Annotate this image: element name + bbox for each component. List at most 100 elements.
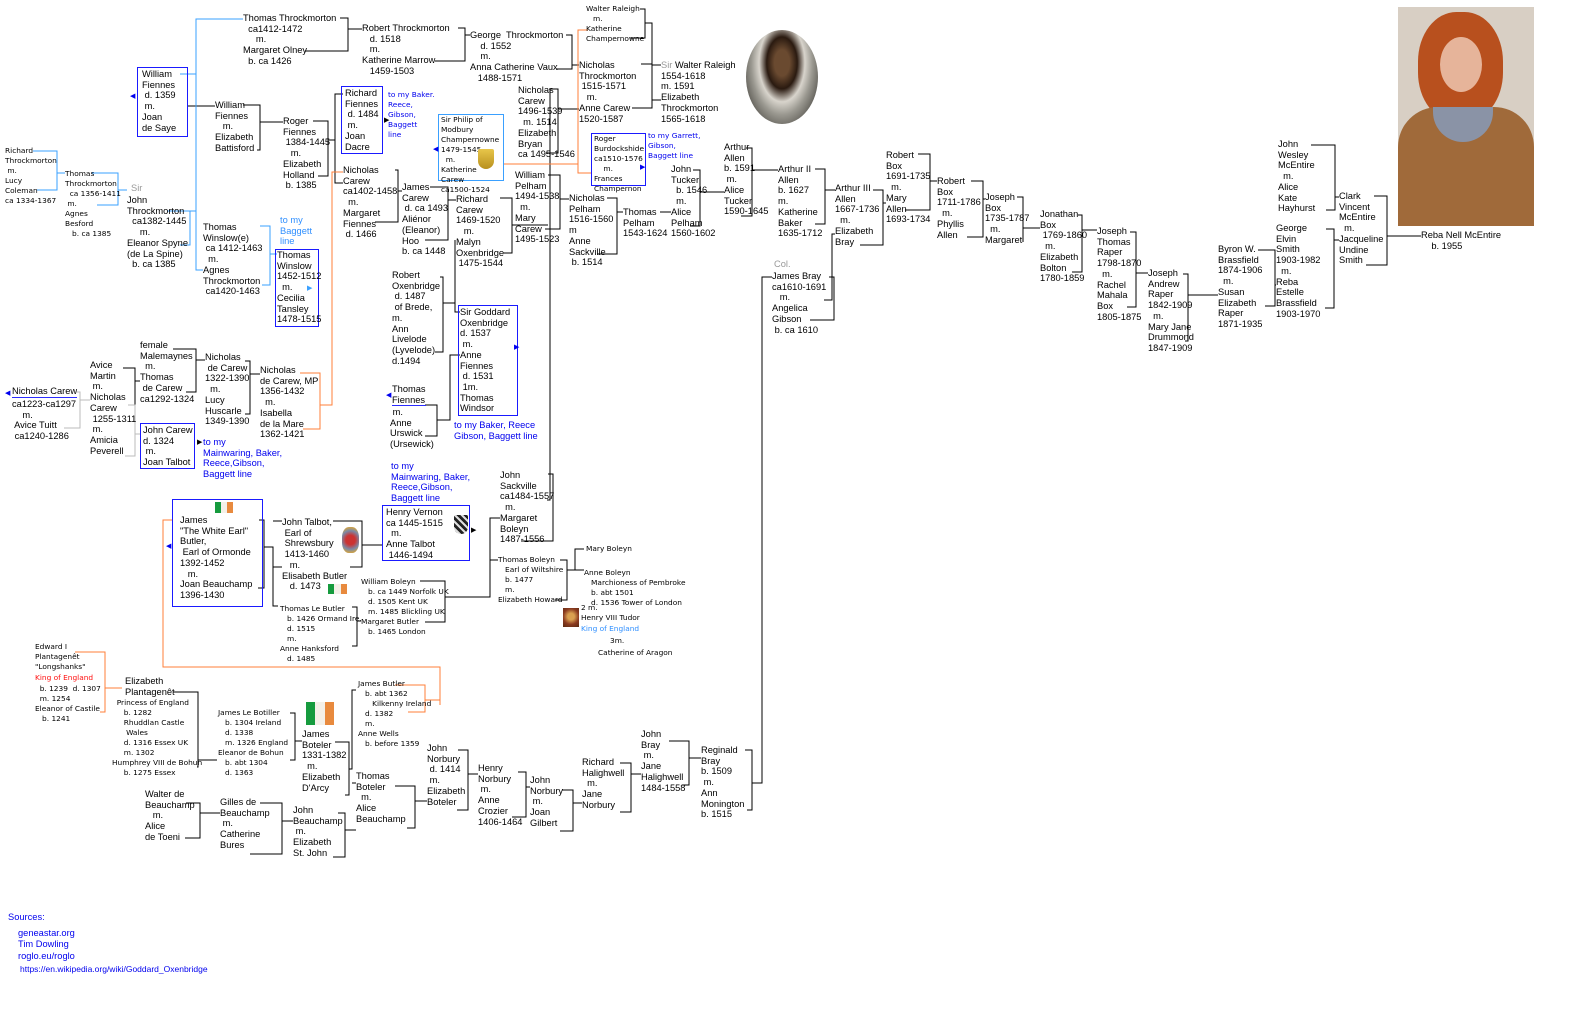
person-gilles-de-beauchamp: Gilles de Beauchamp m. Catherine Bures — [220, 797, 270, 850]
nav-arrow-right-icon[interactable]: ▶ — [471, 527, 477, 534]
nav-arrow-right-icon[interactable]: ▶ — [384, 117, 390, 124]
person-thomas-pelham: Thomas Pelham 1543-1624 — [623, 207, 668, 239]
person-henry-norbury: Henry Norbury m. Anne Crozier 1406-1464 — [478, 763, 523, 827]
title-col: Col. — [774, 259, 791, 269]
link-baggett-line[interactable]: to my Baggett line — [280, 215, 313, 247]
person-nicholas-carew-1402: Nicholas Carew ca1402-1458 m. Margaret F… — [343, 165, 398, 240]
source-link-tim-dowling[interactable]: Tim Dowling — [18, 939, 69, 949]
person-sir-goddard-oxenbridge: Sir Goddard Oxenbridge d. 1537 m. Anne F… — [460, 307, 511, 414]
third-marriage-label: 3m. — [610, 636, 625, 645]
nav-arrow-left-icon[interactable]: ◀ — [386, 392, 392, 399]
person-reginald-bray: Reginald Bray b. 1509 m. Ann Monington b… — [701, 745, 745, 820]
coat-of-arms-icon — [478, 149, 494, 169]
person-william-boleyn: William Boleyn b. ca 1449 Norfolk UK d. … — [361, 577, 449, 636]
person-sir-john-throckmorton: John Throckmorton ca1382-1445 m. Eleanor… — [127, 195, 188, 270]
person-thomas-throckmorton-1356: Thomas Throckmorton ca 1356-1411 m. Agne… — [65, 169, 121, 238]
person-avice-martin: Avice Martin m. Nicholas Carew 1255-1311… — [90, 360, 137, 456]
highlight-box-william-fiennes — [137, 67, 188, 137]
person-john-beauchamp: John Beauchamp m. Elizabeth St. John — [293, 805, 343, 858]
person-female-malemaynes: female Malemaynes m. Thomas de Carew ca1… — [140, 340, 195, 404]
irish-flag-icon — [328, 584, 347, 594]
link-mainwaring-2[interactable]: to my Mainwaring, Baker, Reece,Gibson, B… — [391, 461, 471, 504]
source-link-geneastar[interactable]: geneastar.org — [18, 928, 75, 938]
link-baker-reece-gibson-baggett[interactable]: to my Baker. Reece, Gibson, Baggett line — [388, 90, 435, 139]
person-joseph-box: Joseph Box 1735-1787 m. Margaret — [985, 192, 1030, 245]
person-thomas-boteler: Thomas Boteler m. Alice Beauchamp — [356, 771, 406, 824]
title-sir: Sir — [131, 183, 143, 193]
person-john-tucker: John Tucker b. 1546 m. Alice Pelham 1560… — [671, 164, 716, 239]
person-arthur-allen-ii: Arthur II Allen b. 1627 m. Katherine Bak… — [778, 164, 823, 239]
person-nicholas-de-carew: Nicholas de Carew 1322-1390 m. Lucy Husc… — [205, 352, 250, 427]
person-robert-box-1691: Robert Box 1691-1735 m. Mary Allen 1693-… — [886, 150, 931, 225]
highlight-box-roger-burdockshide — [591, 133, 646, 186]
highlight-box-john-carew — [140, 423, 195, 469]
person-henry-viii: 2 m. Henry VIII Tudor — [581, 603, 640, 622]
person-elizabeth-plantagenet: Elizabeth Plantagenêt — [125, 676, 175, 697]
source-link-wikipedia[interactable]: https://en.wikipedia.org/wiki/Goddard_Ox… — [20, 964, 208, 974]
person-sir-walter-raleigh: Walter Raleigh 1554-1618 m. 1591 Elizabe… — [661, 60, 736, 124]
person-thomas-fiennes-link[interactable]: Thomas Fiennes — [392, 384, 426, 407]
person-james-butler-white-earl: James "The White Earl" Butler, Earl of O… — [180, 515, 253, 600]
source-link-roglo[interactable]: roglo.eu/roglo — [18, 951, 75, 961]
nav-arrow-left-icon[interactable]: ◀ — [130, 93, 136, 100]
person-elizabeth-plantagenet-details: Princess of England b. 1282 Rhuddlan Cas… — [112, 698, 203, 777]
irish-flag-icon — [215, 502, 233, 513]
person-nicholas-carew-1223: ca1223-ca1297 m. Avice Tuitt ca1240-1286 — [12, 399, 77, 442]
link-garrett-gibson-baggett[interactable]: to my Garrett, Gibson, Baggett line — [648, 131, 701, 160]
highlight-box-thomas-winslow — [275, 249, 319, 327]
link-mainwaring-1[interactable]: to my Mainwaring, Baker, Reece,Gibson, B… — [203, 437, 283, 480]
person-james-bray: James Bray ca1610-1691 m. Angelica Gibso… — [772, 271, 827, 335]
person-william-pelham: William Pelham 1494-1538 m. Mary Carew 1… — [515, 170, 560, 245]
nav-arrow-left-icon[interactable]: ◀ — [433, 146, 439, 153]
title-sir: Sir — [661, 60, 673, 70]
person-henry-vernon: Henry Vernon ca 1445-1515 m. Anne Talbot… — [386, 507, 443, 560]
coat-of-arms-icon — [454, 515, 468, 534]
person-sir-philip-champernowne: Sir Philip of Modbury Champernowne 1479-… — [441, 115, 500, 194]
person-anne-boleyn: Anne Boleyn Marchioness of Pembroke b. a… — [584, 568, 686, 607]
person-nicholas-carew-1496: Nicholas Carew 1496-1539 m. 1514 Elizabe… — [518, 85, 575, 160]
person-william-fiennes: William Fiennes m. Elizabeth Battisford — [215, 100, 255, 153]
person-john-sackville: John Sackville ca1484-1557 m. Margaret B… — [500, 470, 555, 545]
person-reba-mcentire: Reba Nell McEntire b. 1955 — [1421, 230, 1502, 251]
highlight-box-philip-champernowne — [438, 114, 504, 181]
highlight-box-james-butler — [172, 499, 263, 607]
person-walter-raleigh-sr: Walter Raleigh m. Katherine Champernowne — [586, 4, 645, 43]
person-nicholas-carew-1223-link[interactable]: Nicholas Carew — [12, 386, 78, 398]
highlight-box-richard-fiennes — [341, 86, 383, 154]
person-john-norbury-1414: John Norbury d. 1414 m. Elizabeth Botele… — [427, 743, 466, 807]
nav-arrow-left-icon[interactable]: ◀ — [5, 390, 11, 397]
person-arthur-allen: Arthur Allen b. 1591 m. Alice Tucker 159… — [724, 142, 769, 217]
nav-arrow-right-icon[interactable]: ▶ — [514, 344, 520, 351]
person-robert-throckmorton: Robert Throckmorton d. 1518 m. Katherine… — [362, 23, 450, 76]
person-james-boteler: James Boteler 1331-1382 m. Elizabeth D'A… — [302, 729, 347, 793]
person-james-le-botiller: James Le Botiller b. 1304 Ireland d. 133… — [218, 708, 289, 777]
irish-flag-icon — [306, 702, 334, 725]
nav-arrow-right-icon[interactable]: ▶ — [640, 164, 646, 171]
edward-i-title: King of England — [35, 673, 94, 682]
person-richard-fiennes: Richard Fiennes d. 1484 m. Joan Dacre — [345, 88, 379, 152]
nav-arrow-right-icon[interactable]: ▶ — [307, 285, 313, 292]
highlight-box-goddard-oxenbridge — [458, 305, 518, 416]
person-richard-halighwell: Richard Halighwell m. Jane Norbury — [582, 757, 625, 810]
person-nicholas-pelham: Nicholas Pelham 1516-1560 m Anne Sackvil… — [569, 193, 614, 268]
highlight-box-henry-vernon — [382, 505, 470, 561]
person-thomas-winslow: Thomas Winslow 1452-1512 m. Cecilia Tans… — [277, 250, 322, 325]
person-arthur-allen-iii: Arthur III Allen 1667-1736 m. Elizabeth … — [835, 183, 880, 247]
person-richard-throckmorton: Richard Throckmorton m. Lucy Coleman ca … — [5, 146, 57, 205]
person-roger-fiennes: Roger Fiennes 1384-1445 m. Elizabeth Hol… — [283, 116, 331, 191]
henry-viii-portrait-icon — [563, 608, 579, 627]
nav-arrow-left-icon[interactable]: ◀ — [166, 543, 172, 550]
photo-reba-mcentire — [1398, 7, 1534, 226]
person-walter-de-beauchamp: Walter de Beauchamp m. Alice de Toeni — [145, 789, 195, 842]
person-william-fiennes-1359: William Fiennes d. 1359 m. Joan de Saye — [142, 69, 177, 133]
person-john-carew: John Carew d. 1324 m. Joan Talbot — [143, 425, 193, 468]
person-clark-mcentire: Clark Vincent McEntire m. Jacqueline Und… — [1339, 191, 1384, 266]
person-thomas-winslowe: Thomas Winslow(e) ca 1412-1463 m. Agnes … — [203, 222, 263, 297]
person-richard-carew: Richard Carew 1469-1520 m. Malyn Oxenbri… — [456, 194, 505, 269]
henry-viii-title: King of England — [581, 624, 640, 633]
person-john-talbot: John Talbot, Earl of Shrewsbury 1413-146… — [282, 517, 348, 592]
link-baker-reece-gibson-baggett-2[interactable]: to my Baker, Reece Gibson, Baggett line — [454, 420, 538, 441]
person-thomas-fiennes: m. Anne Urswick (Ursewick) — [390, 407, 434, 450]
nav-arrow-right-icon[interactable]: ▶ — [197, 439, 203, 446]
person-james-carew: James Carew d. ca 1493 Aliénor (Eleanor)… — [402, 182, 449, 257]
